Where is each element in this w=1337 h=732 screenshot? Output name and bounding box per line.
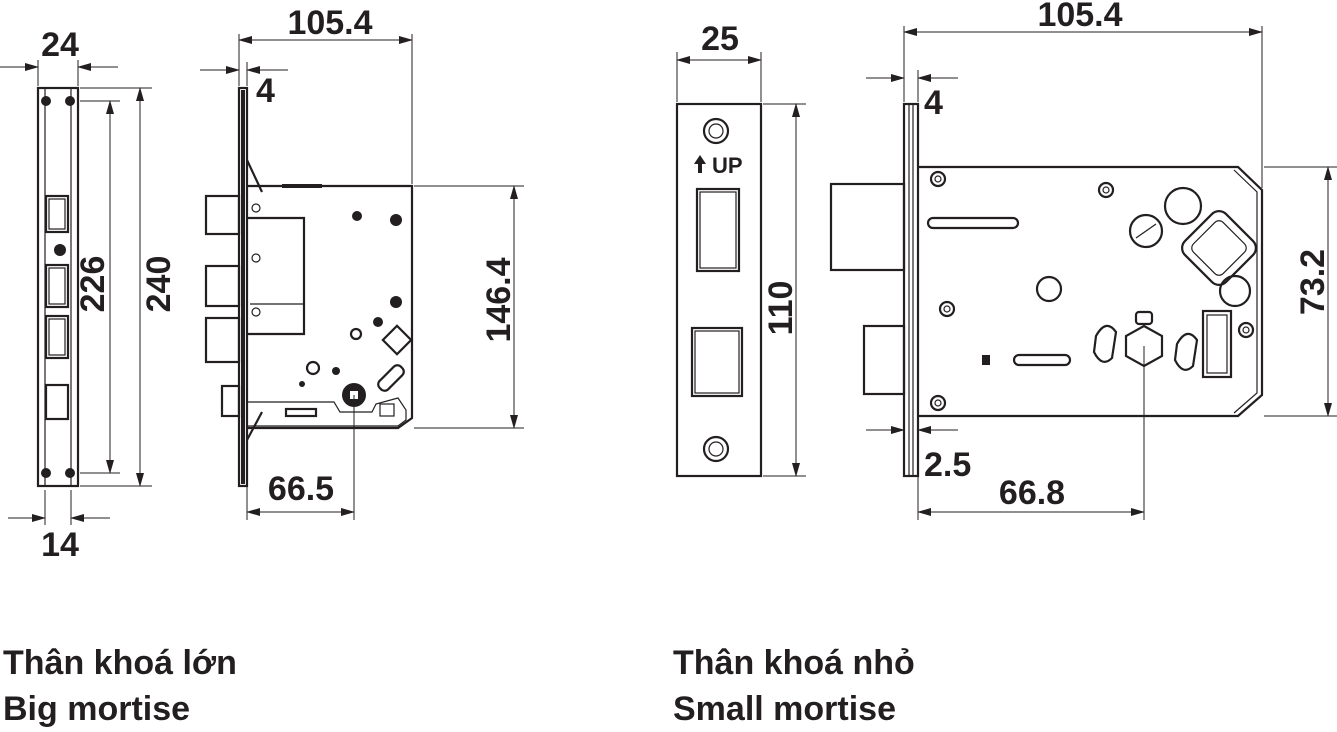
up-label: UP (712, 153, 743, 178)
big-mortise-caption-en: Big mortise (3, 690, 191, 728)
up-arrow-icon (694, 155, 706, 164)
big-dim-faceplate-width: 24 (41, 26, 79, 64)
small-side-dimensions (866, 26, 1337, 520)
small-dim-faceplate-thickness: 4 (924, 84, 943, 122)
big-faceplate (36, 86, 80, 488)
big-dim-faceplate-thickness: 4 (256, 72, 275, 110)
big-dim-body-depth: 105.4 (287, 4, 372, 42)
big-mortise-caption-vi: Thân khoá lớn (3, 644, 237, 682)
small-dim-body-depth: 105.4 (1037, 0, 1122, 34)
big-dim-inner-width: 14 (41, 526, 79, 564)
small-dim-faceplate-width: 25 (701, 20, 739, 58)
big-side-dimensions (200, 34, 524, 520)
small-side-view (829, 102, 1264, 478)
big-dim-body-height: 146.4 (480, 257, 518, 342)
small-faceplate-dimensions (676, 52, 806, 477)
small-dim-backset: 66.8 (999, 474, 1065, 512)
big-dim-hole-spacing: 226 (74, 256, 112, 313)
small-mortise-caption-vi: Thân khoá nhỏ (673, 644, 915, 682)
big-mortise-caption: Thân khoá lớn Big mortise (3, 640, 237, 732)
small-mortise-caption-en: Small mortise (673, 690, 896, 728)
big-side-view (204, 86, 414, 488)
small-dim-body-height: 73.2 (1294, 249, 1332, 315)
small-dim-faceplate-offset: 2.5 (924, 446, 971, 484)
small-dim-faceplate-height: 110 (762, 281, 800, 336)
big-dim-backset: 66.5 (268, 470, 334, 508)
big-faceplate-dimensions (0, 60, 152, 525)
small-faceplate (675, 102, 763, 478)
big-dim-faceplate-height: 240 (140, 256, 178, 313)
small-mortise-caption: Thân khoá nhỏ Small mortise (673, 640, 915, 732)
